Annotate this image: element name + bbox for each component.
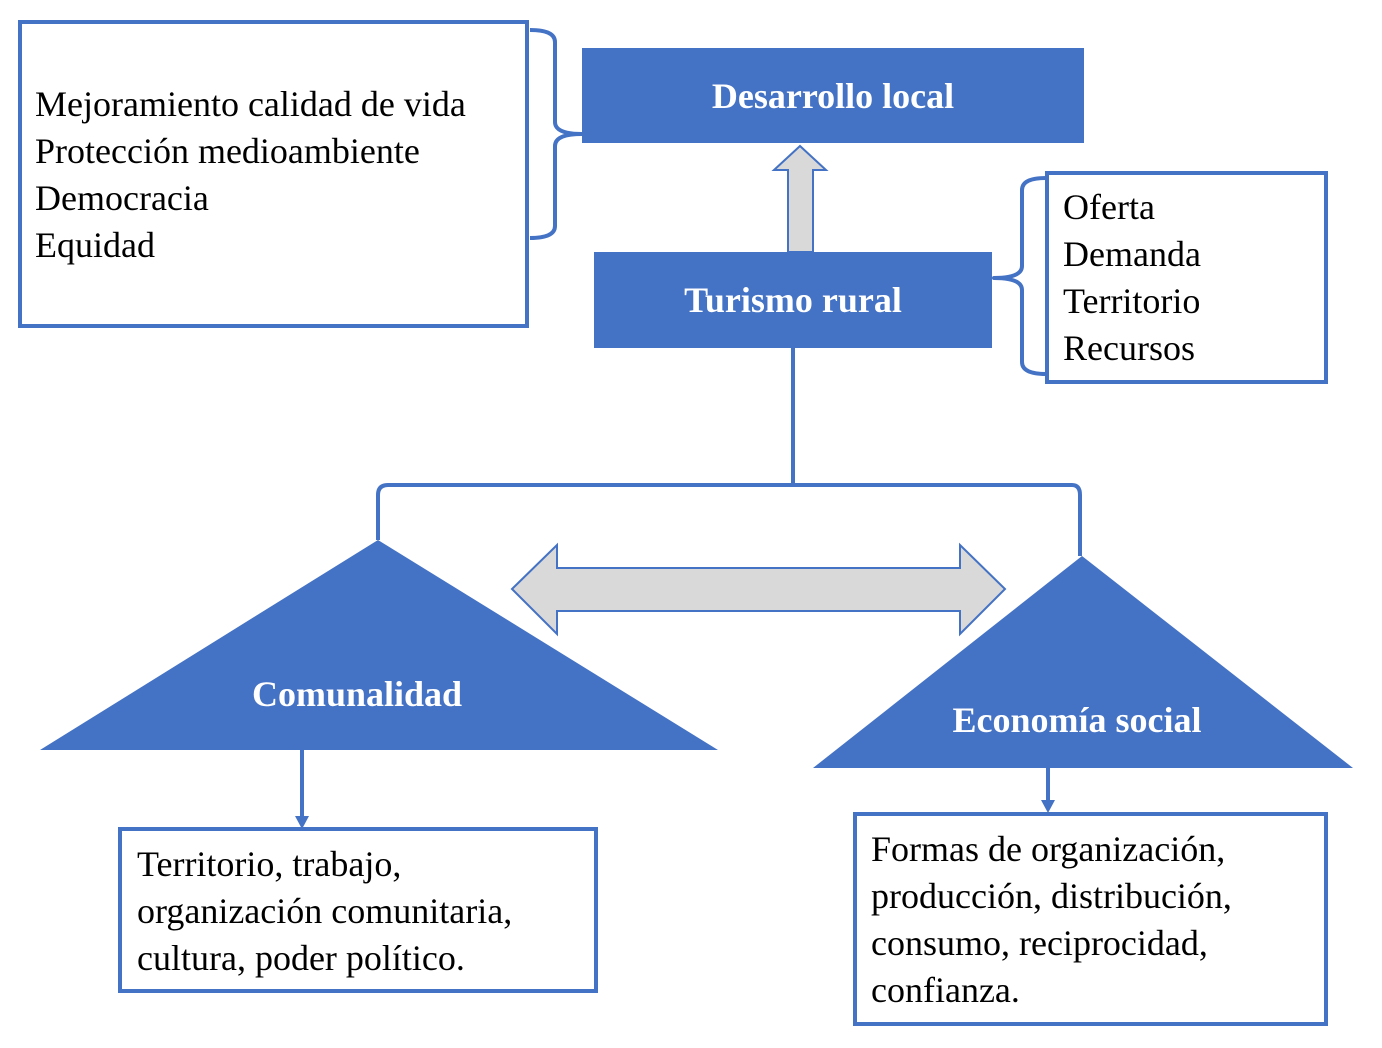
economia-detail-box — [853, 812, 1328, 1026]
desarrollo-item-4: Equidad — [35, 225, 155, 265]
comunalidad-line-1: Territorio, trabajo, — [137, 844, 401, 884]
desarrollo-item-3: Democracia — [35, 178, 209, 218]
comunalidad-label: Comunalidad — [252, 674, 462, 714]
turismo-item-1: Oferta — [1063, 187, 1155, 227]
desarrollo-brace — [529, 28, 584, 240]
turismo-rural-label: Turismo rural — [684, 280, 902, 320]
turismo-items-box — [1045, 171, 1328, 384]
economia-line-4: confianza. — [871, 970, 1020, 1010]
desarrollo-items-box — [18, 20, 529, 328]
economia-line-1: Formas de organización, — [871, 829, 1225, 869]
economia-social-label: Economía social — [953, 700, 1202, 740]
connector-left — [376, 348, 795, 540]
comunalidad-arrowhead — [295, 816, 309, 829]
economia-arrowhead — [1041, 800, 1055, 813]
connector-right — [793, 483, 1082, 556]
comunalidad-detail-box — [118, 827, 598, 993]
comunalidad-line-3: cultura, poder político. — [137, 938, 465, 978]
up-arrow — [771, 144, 829, 253]
turismo-brace — [992, 176, 1047, 376]
turismo-item-3: Territorio — [1063, 281, 1200, 321]
comunalidad-triangle — [40, 540, 718, 750]
desarrollo-item-2: Protección medioambiente — [35, 131, 420, 171]
turismo-rural-box — [594, 252, 992, 348]
double-arrow — [510, 542, 1007, 637]
turismo-item-4: Recursos — [1063, 328, 1195, 368]
desarrollo-local-label: Desarrollo local — [712, 76, 954, 116]
comunalidad-line-2: organización comunitaria, — [137, 891, 512, 931]
turismo-item-2: Demanda — [1063, 234, 1201, 274]
economia-line-2: producción, distribución, — [871, 876, 1232, 916]
economia-line-3: consumo, reciprocidad, — [871, 923, 1208, 963]
desarrollo-item-1: Mejoramiento calidad de vida — [35, 84, 466, 124]
economia-social-triangle — [813, 556, 1353, 768]
desarrollo-local-box — [582, 48, 1084, 143]
